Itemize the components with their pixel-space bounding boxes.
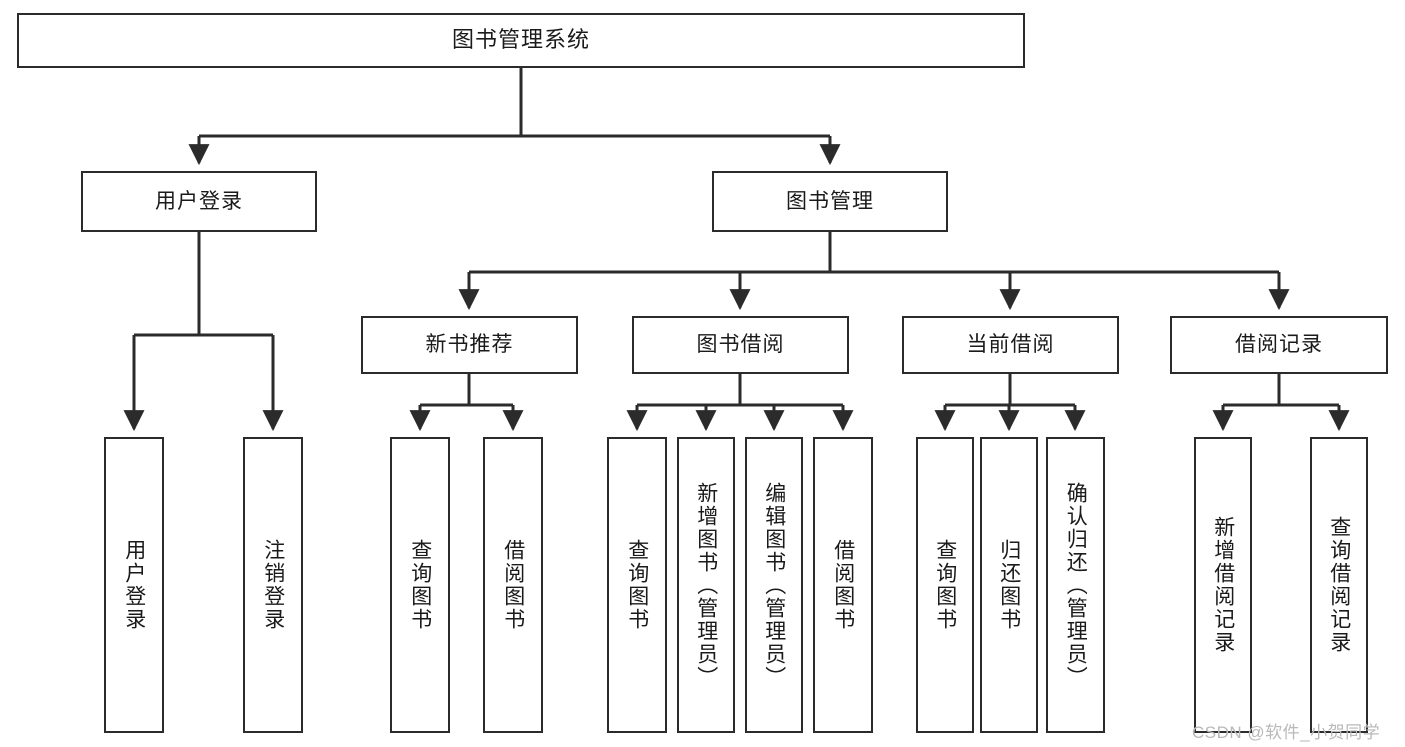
node-root-label: 图书管理系统 (451, 27, 590, 53)
node-current-borrow-label: 当前借阅 (966, 333, 1055, 357)
node-leaf-user-login[interactable]: 用户登录 (104, 437, 164, 733)
node-book-borrow[interactable]: 图书借阅 (632, 316, 849, 374)
node-leaf-user-login-label: 用户登录 (122, 539, 146, 631)
node-leaf-query-book-3-label: 查询图书 (933, 539, 957, 631)
node-leaf-add-record-label: 新增借阅记录 (1211, 516, 1235, 654)
node-leaf-add-book-label: 新增图书（管理员） (694, 481, 718, 689)
node-book-management[interactable]: 图书管理 (712, 171, 948, 232)
node-leaf-borrow-book-2-label: 借阅图书 (831, 539, 855, 631)
node-leaf-confirm-return[interactable]: 确认归还（管理员） (1046, 437, 1105, 733)
node-leaf-query-record[interactable]: 查询借阅记录 (1310, 437, 1368, 733)
node-leaf-logout[interactable]: 注销登录 (243, 437, 303, 733)
node-leaf-borrow-book-2[interactable]: 借阅图书 (813, 437, 873, 733)
node-borrow-record[interactable]: 借阅记录 (1170, 316, 1388, 374)
node-user-login[interactable]: 用户登录 (81, 171, 317, 232)
node-leaf-return-book[interactable]: 归还图书 (980, 437, 1038, 733)
node-leaf-add-book[interactable]: 新增图书（管理员） (677, 437, 735, 733)
node-leaf-edit-book[interactable]: 编辑图书（管理员） (745, 437, 803, 733)
node-leaf-borrow-book-1-label: 借阅图书 (501, 539, 525, 631)
node-leaf-query-book-3[interactable]: 查询图书 (916, 437, 974, 733)
node-borrow-record-label: 借阅记录 (1235, 333, 1323, 357)
node-leaf-query-book-2-label: 查询图书 (625, 539, 649, 631)
node-book-management-label: 图书管理 (786, 189, 874, 213)
node-leaf-confirm-return-label: 确认归还（管理员） (1064, 481, 1088, 689)
node-current-borrow[interactable]: 当前借阅 (902, 316, 1119, 374)
node-leaf-add-record[interactable]: 新增借阅记录 (1194, 437, 1252, 733)
node-new-book-recommend[interactable]: 新书推荐 (361, 316, 578, 374)
node-leaf-query-record-label: 查询借阅记录 (1327, 516, 1351, 654)
node-leaf-edit-book-label: 编辑图书（管理员） (762, 481, 786, 689)
node-leaf-query-book-1[interactable]: 查询图书 (390, 437, 450, 733)
node-new-book-recommend-label: 新书推荐 (425, 333, 514, 357)
csdn-watermark: CSDN @软件_小贺同学 (1192, 723, 1381, 742)
node-leaf-return-book-label: 归还图书 (997, 539, 1021, 631)
node-leaf-query-book-2[interactable]: 查询图书 (607, 437, 667, 733)
node-book-borrow-label: 图书借阅 (696, 333, 785, 357)
node-root[interactable]: 图书管理系统 (17, 13, 1025, 68)
node-leaf-borrow-book-1[interactable]: 借阅图书 (483, 437, 543, 733)
node-user-login-label: 用户登录 (155, 189, 243, 213)
node-leaf-query-book-1-label: 查询图书 (408, 539, 432, 631)
node-leaf-logout-label: 注销登录 (261, 539, 285, 631)
